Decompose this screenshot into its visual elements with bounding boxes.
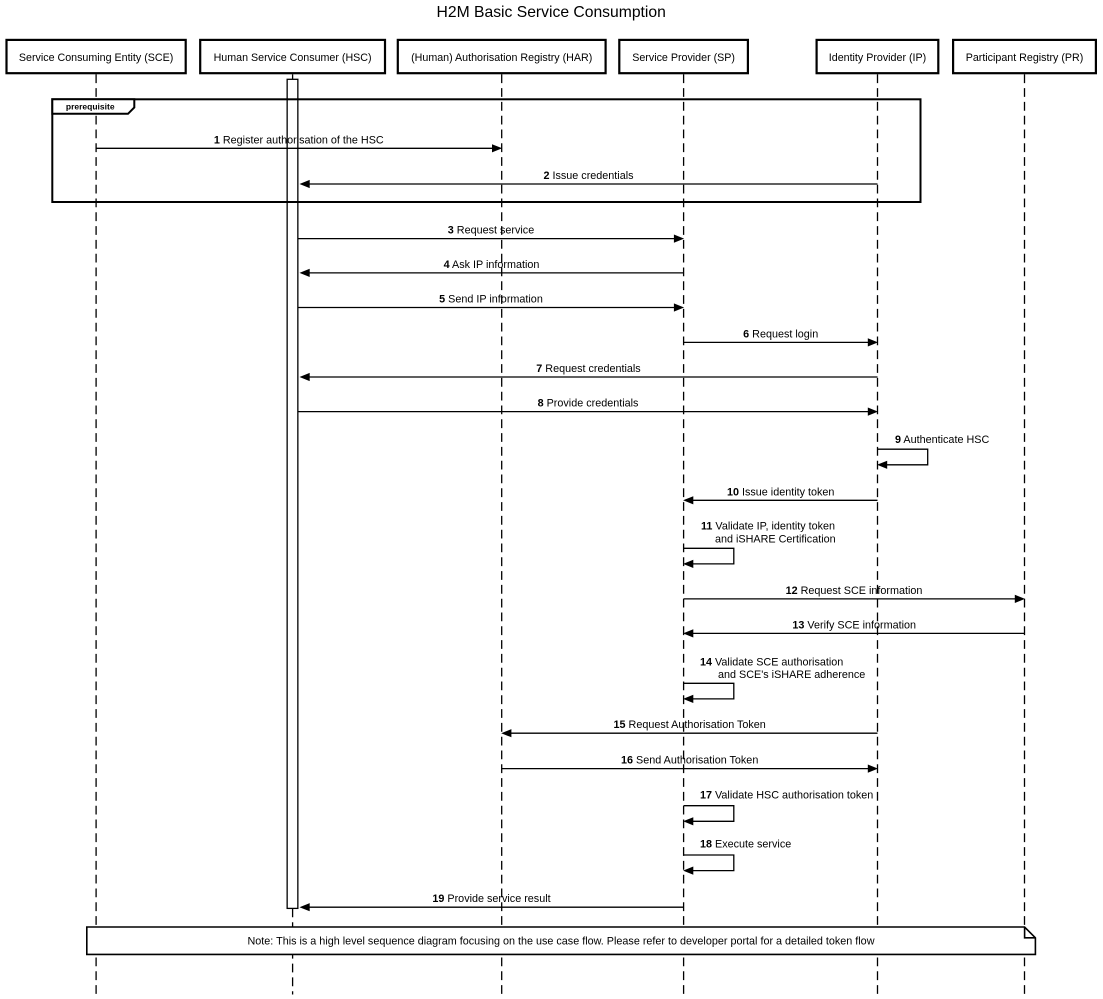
svg-text:6 Request login: 6 Request login (743, 328, 818, 340)
svg-text:Participant Registry (PR): Participant Registry (PR) (966, 52, 1084, 64)
svg-text:10 Issue identity token: 10 Issue identity token (727, 486, 834, 498)
svg-text:Identity Provider (IP): Identity Provider (IP) (829, 52, 926, 64)
svg-text:2 Issue credentials: 2 Issue credentials (543, 170, 634, 182)
svg-text:16 Send Authorisation Token: 16 Send Authorisation Token (621, 755, 758, 767)
svg-text:8 Provide credentials: 8 Provide credentials (538, 398, 639, 410)
svg-text:14 Validate SCE authorisation: 14 Validate SCE authorisation (700, 657, 843, 669)
svg-text:Human Service Consumer (HSC): Human Service Consumer (HSC) (214, 52, 372, 64)
svg-text:Service Consuming Entity (SCE): Service Consuming Entity (SCE) (19, 52, 173, 64)
svg-text:and SCE's iSHARE adherence: and SCE's iSHARE adherence (718, 669, 865, 681)
svg-text:Note: This is a high level seq: Note: This is a high level sequence diag… (248, 935, 875, 947)
svg-text:prerequisite: prerequisite (66, 102, 115, 112)
svg-text:19 Provide service result: 19 Provide service result (432, 893, 550, 905)
svg-text:12 Request SCE information: 12 Request SCE information (786, 585, 923, 597)
svg-text:1 Register authorisation of th: 1 Register authorisation of the HSC (214, 134, 384, 146)
svg-text:17 Validate HSC authorisation: 17 Validate HSC authorisation token (700, 790, 873, 802)
svg-text:4 Ask IP information: 4 Ask IP information (444, 259, 540, 271)
svg-text:13 Verify SCE information: 13 Verify SCE information (792, 619, 916, 631)
svg-text:5 Send IP information: 5 Send IP information (439, 294, 543, 306)
svg-text:15 Request Authorisation Token: 15 Request Authorisation Token (614, 719, 766, 731)
svg-text:(Human) Authorisation Registry: (Human) Authorisation Registry (HAR) (411, 52, 592, 64)
svg-text:Service Provider (SP): Service Provider (SP) (632, 52, 735, 64)
svg-text:and iSHARE Certification: and iSHARE Certification (715, 534, 836, 546)
svg-text:11 Validate IP, identity token: 11 Validate IP, identity token (701, 521, 835, 533)
svg-text:7 Request credentials: 7 Request credentials (536, 363, 641, 375)
svg-text:9 Authenticate HSC: 9 Authenticate HSC (895, 434, 989, 446)
svg-text:18 Execute service: 18 Execute service (700, 838, 791, 850)
svg-text:3 Request service: 3 Request service (448, 225, 534, 237)
svg-text:H2M Basic Service Consumption: H2M Basic Service Consumption (437, 4, 666, 21)
